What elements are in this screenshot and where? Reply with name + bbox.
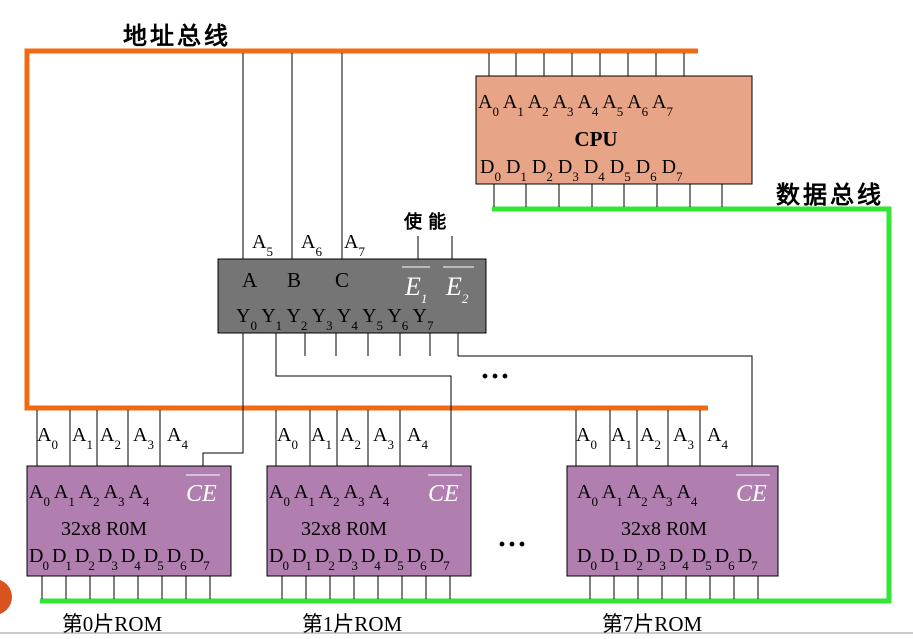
rom-chip-select: CE xyxy=(428,481,459,507)
rom-address-wires xyxy=(575,410,701,466)
rom-caption: 第7片ROM xyxy=(602,612,703,636)
y1-to-rom1-ce xyxy=(275,356,452,466)
rom-address-line-label: A3​ xyxy=(673,424,694,452)
rom-box xyxy=(266,465,472,577)
decoder-box xyxy=(217,258,487,334)
chip-select-wires xyxy=(202,355,753,466)
data-bus-label: 数据总线 xyxy=(776,181,884,209)
rom-address-line-label: A3​ xyxy=(373,424,394,452)
rom-address-line-label: A0​ xyxy=(576,424,597,452)
cpu-data-pin-labels: D0​ D1​ D2​ D3​ D4​ D5​ D6​ D7​ xyxy=(480,156,683,184)
rom-chip-select: CE xyxy=(736,481,767,507)
decoder-output-stubs xyxy=(242,333,459,356)
decoder-input-label: A xyxy=(242,268,258,292)
data-bus-line xyxy=(40,206,892,604)
rom-data-pin-stubs xyxy=(41,576,211,599)
rom-address-line-label: A2​ xyxy=(100,424,121,452)
rom-box xyxy=(566,465,779,577)
decoder-input-label: B xyxy=(287,268,301,292)
page-corner-badge xyxy=(0,580,12,614)
rom-address-line-label: A1​ xyxy=(611,424,632,452)
cpu-box xyxy=(475,75,753,185)
rom-box xyxy=(26,465,232,577)
decoder-input-label: C xyxy=(335,268,349,292)
rom-address-line-label: A2​ xyxy=(640,424,661,452)
address-bus: 地址总线 xyxy=(24,22,708,411)
rom-chip-0: A0​ A1​ A2​ A3​ A4​ A0​ A1​ A2​ A3​ A4​ … xyxy=(26,410,232,636)
rom-address-wires xyxy=(275,410,401,466)
decoder-input-wires xyxy=(242,53,453,259)
decoder-address-input: A5​ xyxy=(252,231,273,259)
decoder-enable-label: 使 能 xyxy=(403,211,446,233)
decoder-block: A5​ A6​ A7​ 使 能 A B C E1​ E2​ Y0​ Y1​ Y2… xyxy=(217,53,510,393)
decoder-address-input: A7​ xyxy=(344,231,365,259)
rom-address-line-label: A4​ xyxy=(407,424,428,452)
rom-data-pin-stubs xyxy=(281,576,451,599)
address-bus-label: 地址总线 xyxy=(123,22,231,50)
cpu-address-pin-stubs xyxy=(488,53,685,76)
rom-caption: 第0片ROM xyxy=(62,612,163,636)
rom-address-line-label: A0​ xyxy=(277,424,298,452)
rom-data-pin-labels: D0​ D1​ D2​ D3​ D4​ D5​ D6​ D7​ xyxy=(577,545,758,573)
rom-address-line-label: A3​ xyxy=(133,424,154,452)
rom-address-line-label: A4​ xyxy=(707,424,728,452)
cpu-block: A0​ A1​ A2​ A3​ A4​ A5​ A6​ A7​ CPU D0​ … xyxy=(475,53,753,207)
rom-caption: 第1片ROM xyxy=(302,612,403,636)
address-bus-line xyxy=(24,48,708,411)
decoder-address-inputs: A5​ A6​ A7​ xyxy=(252,231,365,259)
rom-address-line-labels: A0​ A1​ A2​ A3​ A4​ xyxy=(277,424,428,452)
rom-address-line-label: A0​ xyxy=(37,424,58,452)
rom-chip-select: CE xyxy=(186,481,217,507)
cpu-title: CPU xyxy=(574,127,617,151)
rom-chip-1: A0​ A1​ A2​ A3​ A4​ A0​ A1​ A2​ A3​ A4​ … xyxy=(266,410,472,636)
rom-title: 32x8 R0M xyxy=(301,518,387,540)
data-bus: 数据总线 xyxy=(40,181,892,604)
rom-title: 32x8 R0M xyxy=(621,518,707,540)
rom-address-line-labels: A0​ A1​ A2​ A3​ A4​ xyxy=(37,424,188,452)
y0-to-rom0-ce xyxy=(202,356,244,466)
rom-address-line-label: A2​ xyxy=(340,424,361,452)
rom-ellipsis: ··· xyxy=(497,528,527,561)
rom-address-wires xyxy=(36,410,161,466)
rom-address-line-label: A1​ xyxy=(311,424,332,452)
decoder-address-input: A6​ xyxy=(301,231,322,259)
rom-address-line-label: A4​ xyxy=(167,424,188,452)
y7-to-rom7-ce xyxy=(458,355,753,466)
rom-title: 32x8 R0M xyxy=(61,518,147,540)
decoder-inputs: A B C xyxy=(242,268,349,292)
cpu-data-pin-stubs xyxy=(493,184,723,207)
rom-address-line-labels: A0​ A1​ A2​ A3​ A4​ xyxy=(576,424,728,452)
decoder-ellipsis: ··· xyxy=(480,360,510,393)
rom-address-line-label: A1​ xyxy=(72,424,93,452)
rom-data-pin-stubs xyxy=(589,576,759,599)
